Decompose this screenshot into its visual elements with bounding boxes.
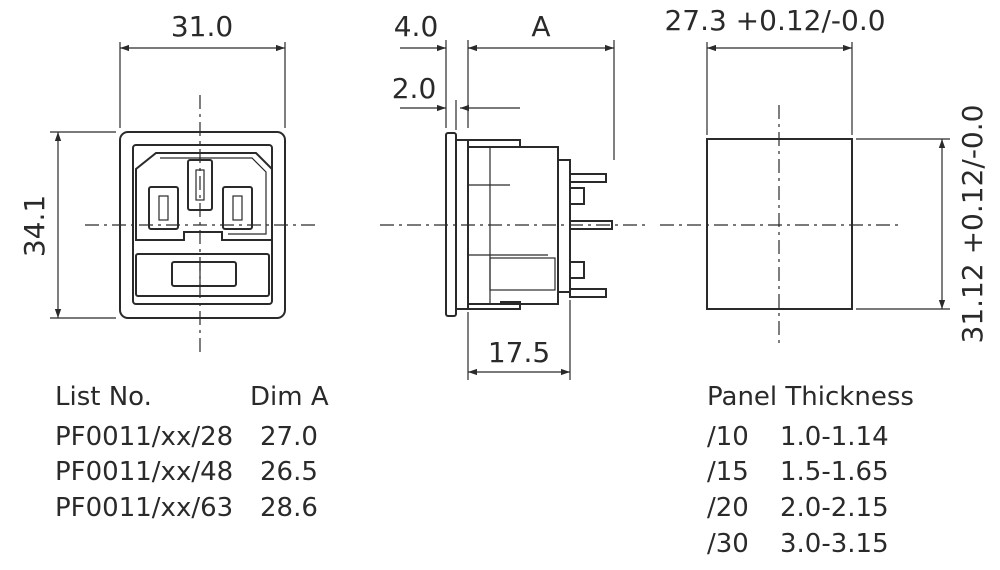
dim-front-height: 34.1 [18, 195, 51, 257]
panel-row-3-range: 2.0-2.15 [780, 493, 889, 523]
dim-cutout-height: 31.12 +0.12/-0.0 [956, 105, 989, 344]
panel-cutout-view: 27.3 +0.12/-0.0 31.12 +0.12/-0.0 [660, 4, 989, 345]
side-fuse-section [489, 257, 556, 291]
list-table: List No. Dim A PF0011/xx/28 27.0 PF0011/… [55, 382, 329, 523]
socket-cavity [135, 152, 273, 241]
front-outer-flange [119, 131, 286, 319]
side-view: 4.0 A 2.0 17.5 [380, 10, 650, 380]
snap-clip-bottom [468, 301, 521, 310]
dim-front-width: 31.0 [171, 10, 233, 43]
panel-thickness-title: Panel Thickness [707, 382, 914, 412]
terminal-block [557, 159, 571, 293]
list-row-2-dim-a: 26.5 [260, 457, 318, 487]
terminal-bottom [569, 288, 607, 298]
fuse-drawer [135, 253, 270, 297]
front-view: 31.0 34.1 [18, 10, 318, 352]
earth-pin-slot [187, 159, 213, 211]
dim-side-offset: 2.0 [392, 72, 437, 105]
panel-row-2-range: 1.5-1.65 [780, 457, 889, 487]
right-pin [232, 195, 243, 221]
right-pin-slot [222, 186, 253, 230]
earth-pin [195, 169, 205, 201]
left-pin-slot [148, 186, 179, 230]
panel-row-4-code: /30 [707, 529, 749, 559]
snap-clip-top [468, 139, 521, 148]
terminal-mid [569, 220, 613, 230]
list-row-3-list-no: PF0011/xx/63 [55, 493, 233, 523]
fuse-holder [171, 261, 237, 287]
panel-row-1-range: 1.0-1.14 [780, 422, 889, 452]
terminal-top [569, 173, 607, 183]
panel-row-2-code: /15 [707, 457, 749, 487]
terminal-mid-upper [569, 187, 585, 205]
panel-thickness-table: Panel Thickness /10 1.0-1.14 /15 1.5-1.6… [707, 382, 914, 559]
dim-side-flange: 4.0 [394, 10, 439, 43]
panel-row-3-code: /20 [707, 493, 749, 523]
dim-cutout-width: 27.3 +0.12/-0.0 [664, 4, 885, 37]
list-row-3-dim-a: 28.6 [260, 493, 318, 523]
dim-side-depth: 17.5 [488, 336, 550, 369]
panel-row-4-range: 3.0-3.15 [780, 529, 889, 559]
terminal-mid-lower [569, 261, 585, 279]
list-row-1-dim-a: 27.0 [260, 422, 318, 452]
list-header-list-no: List No. [55, 382, 152, 412]
list-header-dim-a: Dim A [250, 382, 329, 412]
socket-cavity-inner [160, 157, 267, 235]
dim-side-a: A [531, 10, 550, 43]
left-pin [158, 195, 169, 221]
list-row-1-list-no: PF0011/xx/28 [55, 422, 233, 452]
panel-cutout [706, 138, 853, 310]
list-row-2-list-no: PF0011/xx/48 [55, 457, 233, 487]
panel-row-1-code: /10 [707, 422, 749, 452]
